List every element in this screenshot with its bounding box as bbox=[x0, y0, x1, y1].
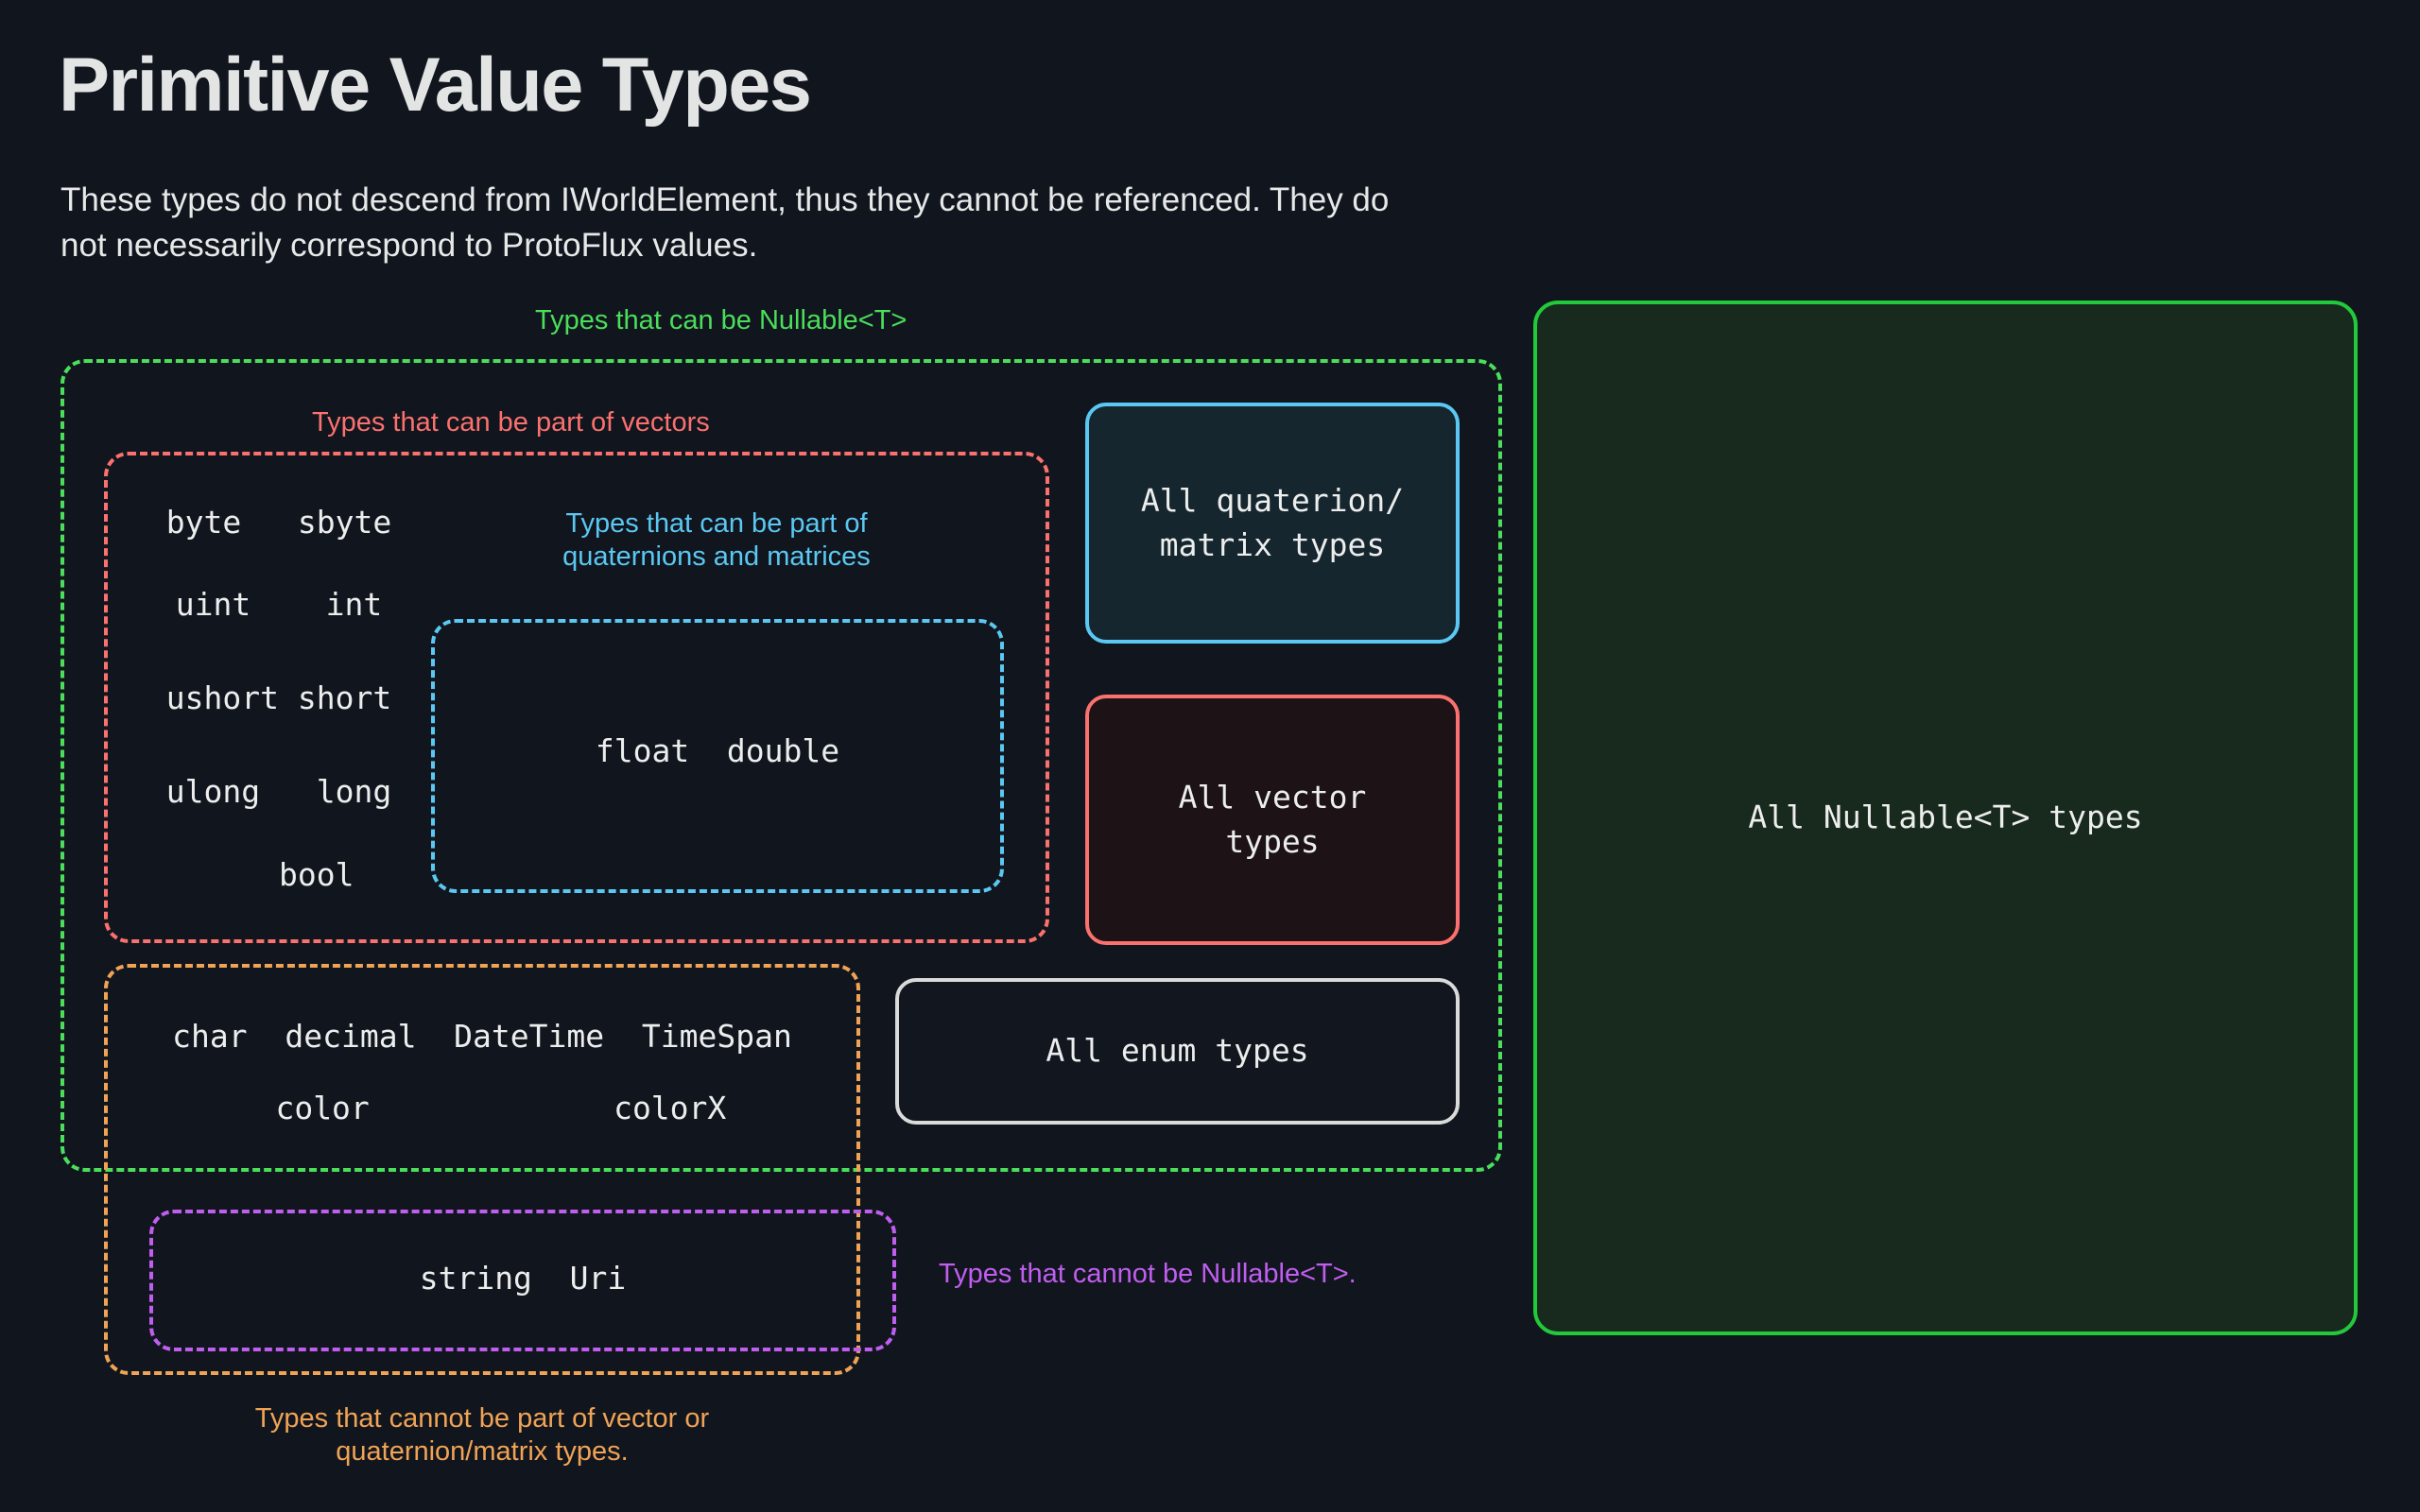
group-non-vector-types bbox=[104, 964, 860, 1375]
box-enum-types: All enum types bbox=[895, 978, 1460, 1125]
box-vector-types: All vector types bbox=[1085, 695, 1460, 945]
label-vector-group: Types that can be part of vectors bbox=[312, 407, 710, 438]
type-row: char decimal DateTime TimeSpan bbox=[172, 1018, 792, 1055]
box-nullable-label: All Nullable<T> types bbox=[1748, 799, 2143, 836]
label-quaternion-matrix-group: Types that can be part of quaternions an… bbox=[562, 508, 871, 573]
type-row: bool bbox=[203, 856, 354, 893]
page-title: Primitive Value Types bbox=[59, 43, 812, 128]
type-row-float-double: float double bbox=[595, 732, 840, 769]
type-row: ushort short bbox=[165, 679, 392, 716]
type-row-string-uri: string Uri bbox=[419, 1260, 627, 1297]
box-enum-label: All enum types bbox=[1046, 1032, 1309, 1070]
group-nullable-types bbox=[60, 359, 1502, 1172]
type-row: byte sbyte bbox=[165, 504, 392, 541]
type-row: color colorX bbox=[237, 1090, 727, 1126]
box-quaternion-label: All quaterion/ matrix types bbox=[1140, 481, 1405, 563]
type-row: uint int bbox=[175, 586, 383, 623]
page-subtitle: These types do not descend from IWorldEl… bbox=[60, 181, 1390, 265]
label-non-nullable-group: Types that cannot be Nullable<T>. bbox=[939, 1259, 1357, 1289]
type-row: ulong long bbox=[165, 773, 392, 810]
group-quaternion-matrix-types bbox=[431, 619, 1004, 893]
box-quaternion-matrix-types: All quaterion/ matrix types bbox=[1085, 403, 1460, 644]
box-vector-label: All vector types bbox=[1178, 778, 1367, 860]
label-non-vector-group: Types that cannot be part of vector or q… bbox=[254, 1403, 710, 1468]
group-non-nullable-types bbox=[149, 1210, 896, 1351]
label-nullable-group: Types that can be Nullable<T> bbox=[535, 305, 908, 335]
box-nullable-types: All Nullable<T> types bbox=[1533, 301, 2358, 1335]
group-vector-types bbox=[104, 452, 1049, 943]
